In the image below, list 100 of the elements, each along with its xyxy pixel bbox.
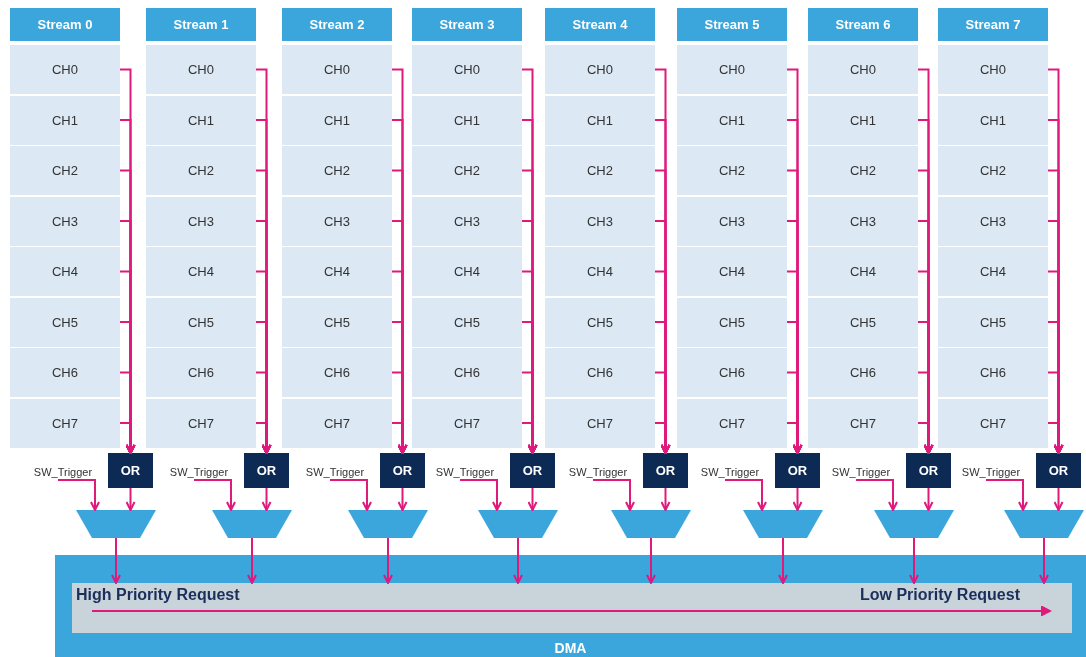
channel-cell: CH6	[545, 348, 655, 397]
priority-label: Low Priority Request	[859, 586, 1020, 604]
arrow	[592, 479, 635, 511]
channel-cell: CH6	[938, 348, 1048, 397]
multiplexer-symbol	[76, 510, 156, 538]
channel-cell: CH5	[412, 297, 522, 347]
channel-cell: CH2	[938, 146, 1048, 195]
multiplexer-symbol	[478, 510, 558, 538]
channel-cell: CH1	[282, 95, 392, 145]
stream-header: Stream 1	[146, 8, 256, 41]
arrow	[119, 422, 136, 454]
arrow	[527, 487, 538, 511]
channel-cell: CH5	[282, 297, 392, 347]
channel-cell: CH0	[146, 45, 256, 94]
channel-cell: CH3	[808, 196, 918, 246]
dma-block	[55, 555, 1086, 657]
stream-header: Stream 7	[938, 8, 1048, 41]
channel-cell: CH2	[10, 146, 120, 195]
arrow	[778, 537, 788, 584]
channel-cell: CH4	[938, 247, 1048, 296]
channel-cell: CH1	[677, 95, 787, 145]
channel-cell: CH6	[10, 348, 120, 397]
channel-cell: CH5	[808, 297, 918, 347]
channel-cell: CH0	[545, 45, 655, 94]
stream-header: Stream 3	[412, 8, 522, 41]
channel-cell: CH7	[808, 398, 918, 448]
arrow	[193, 479, 236, 511]
arrow	[397, 487, 408, 511]
channel-cell: CH2	[677, 146, 787, 195]
channel-cell: CH1	[545, 95, 655, 145]
arrow	[909, 537, 919, 584]
channel-cell: CH6	[146, 348, 256, 397]
trigger-label: SW_Trigger	[695, 464, 765, 480]
trigger-label: SW_Trigger	[430, 464, 500, 480]
multiplexer-symbol	[874, 510, 954, 538]
channel-cell: CH7	[938, 398, 1048, 448]
arrow	[917, 422, 934, 454]
arrow	[125, 487, 136, 511]
arrow	[646, 537, 656, 584]
channel-cell: CH3	[545, 196, 655, 246]
channel-cell: CH0	[10, 45, 120, 94]
dma-label: DMA	[553, 640, 588, 656]
stream-header: Stream 5	[677, 8, 787, 41]
multiplexer-symbol	[1004, 510, 1084, 538]
channel-cell: CH4	[10, 247, 120, 296]
channel-cell: CH6	[412, 348, 522, 397]
arrow	[1053, 487, 1064, 511]
channel-cell: CH0	[412, 45, 522, 94]
channel-cell: CH1	[412, 95, 522, 145]
channel-cell: CH6	[677, 348, 787, 397]
arrow	[1047, 422, 1064, 454]
channel-cell: CH2	[412, 146, 522, 195]
channel-cell: CH2	[282, 146, 392, 195]
or-gate-box: OR	[1036, 453, 1081, 488]
channel-cell: CH1	[938, 95, 1048, 145]
trigger-label: SW_Trigger	[300, 464, 370, 480]
channel-cell: CH4	[282, 247, 392, 296]
channel-cell: CH4	[545, 247, 655, 296]
channel-cell: CH2	[808, 146, 918, 195]
channel-cell: CH3	[938, 196, 1048, 246]
trigger-label: SW_Trigger	[956, 464, 1026, 480]
or-gate-box: OR	[906, 453, 951, 488]
arrow	[521, 422, 538, 454]
arrow	[724, 479, 767, 511]
channel-cell: CH3	[146, 196, 256, 246]
channel-cell: CH7	[545, 398, 655, 448]
channel-cell: CH4	[677, 247, 787, 296]
or-gate-box: OR	[244, 453, 289, 488]
stream-header: Stream 6	[808, 8, 918, 41]
arrow	[261, 487, 272, 511]
channel-cell: CH5	[10, 297, 120, 347]
or-gate-box: OR	[643, 453, 688, 488]
arrow	[57, 479, 100, 511]
channel-cell: CH4	[808, 247, 918, 296]
channel-cell: CH7	[677, 398, 787, 448]
trigger-label: SW_Trigger	[826, 464, 896, 480]
trigger-label: SW_Trigger	[164, 464, 234, 480]
channel-cell: CH0	[282, 45, 392, 94]
arrow	[923, 487, 934, 511]
arrow	[111, 537, 121, 584]
arrow	[513, 537, 523, 584]
channel-cell: CH6	[808, 348, 918, 397]
channel-cell: CH3	[282, 196, 392, 246]
arrow	[660, 487, 671, 511]
arrow	[255, 422, 272, 454]
channel-cell: CH0	[938, 45, 1048, 94]
arrow	[459, 479, 502, 511]
arrow	[792, 487, 803, 511]
or-gate-box: OR	[510, 453, 555, 488]
channel-cell: CH4	[412, 247, 522, 296]
channel-cell: CH5	[677, 297, 787, 347]
channel-cell: CH0	[677, 45, 787, 94]
arrow	[247, 537, 257, 584]
stream-header: Stream 2	[282, 8, 392, 41]
multiplexer-symbol	[348, 510, 428, 538]
arrow	[855, 479, 898, 511]
or-gate-box: OR	[380, 453, 425, 488]
arrow	[1039, 537, 1049, 584]
stream-header: Stream 0	[10, 8, 120, 41]
channel-cell: CH7	[282, 398, 392, 448]
